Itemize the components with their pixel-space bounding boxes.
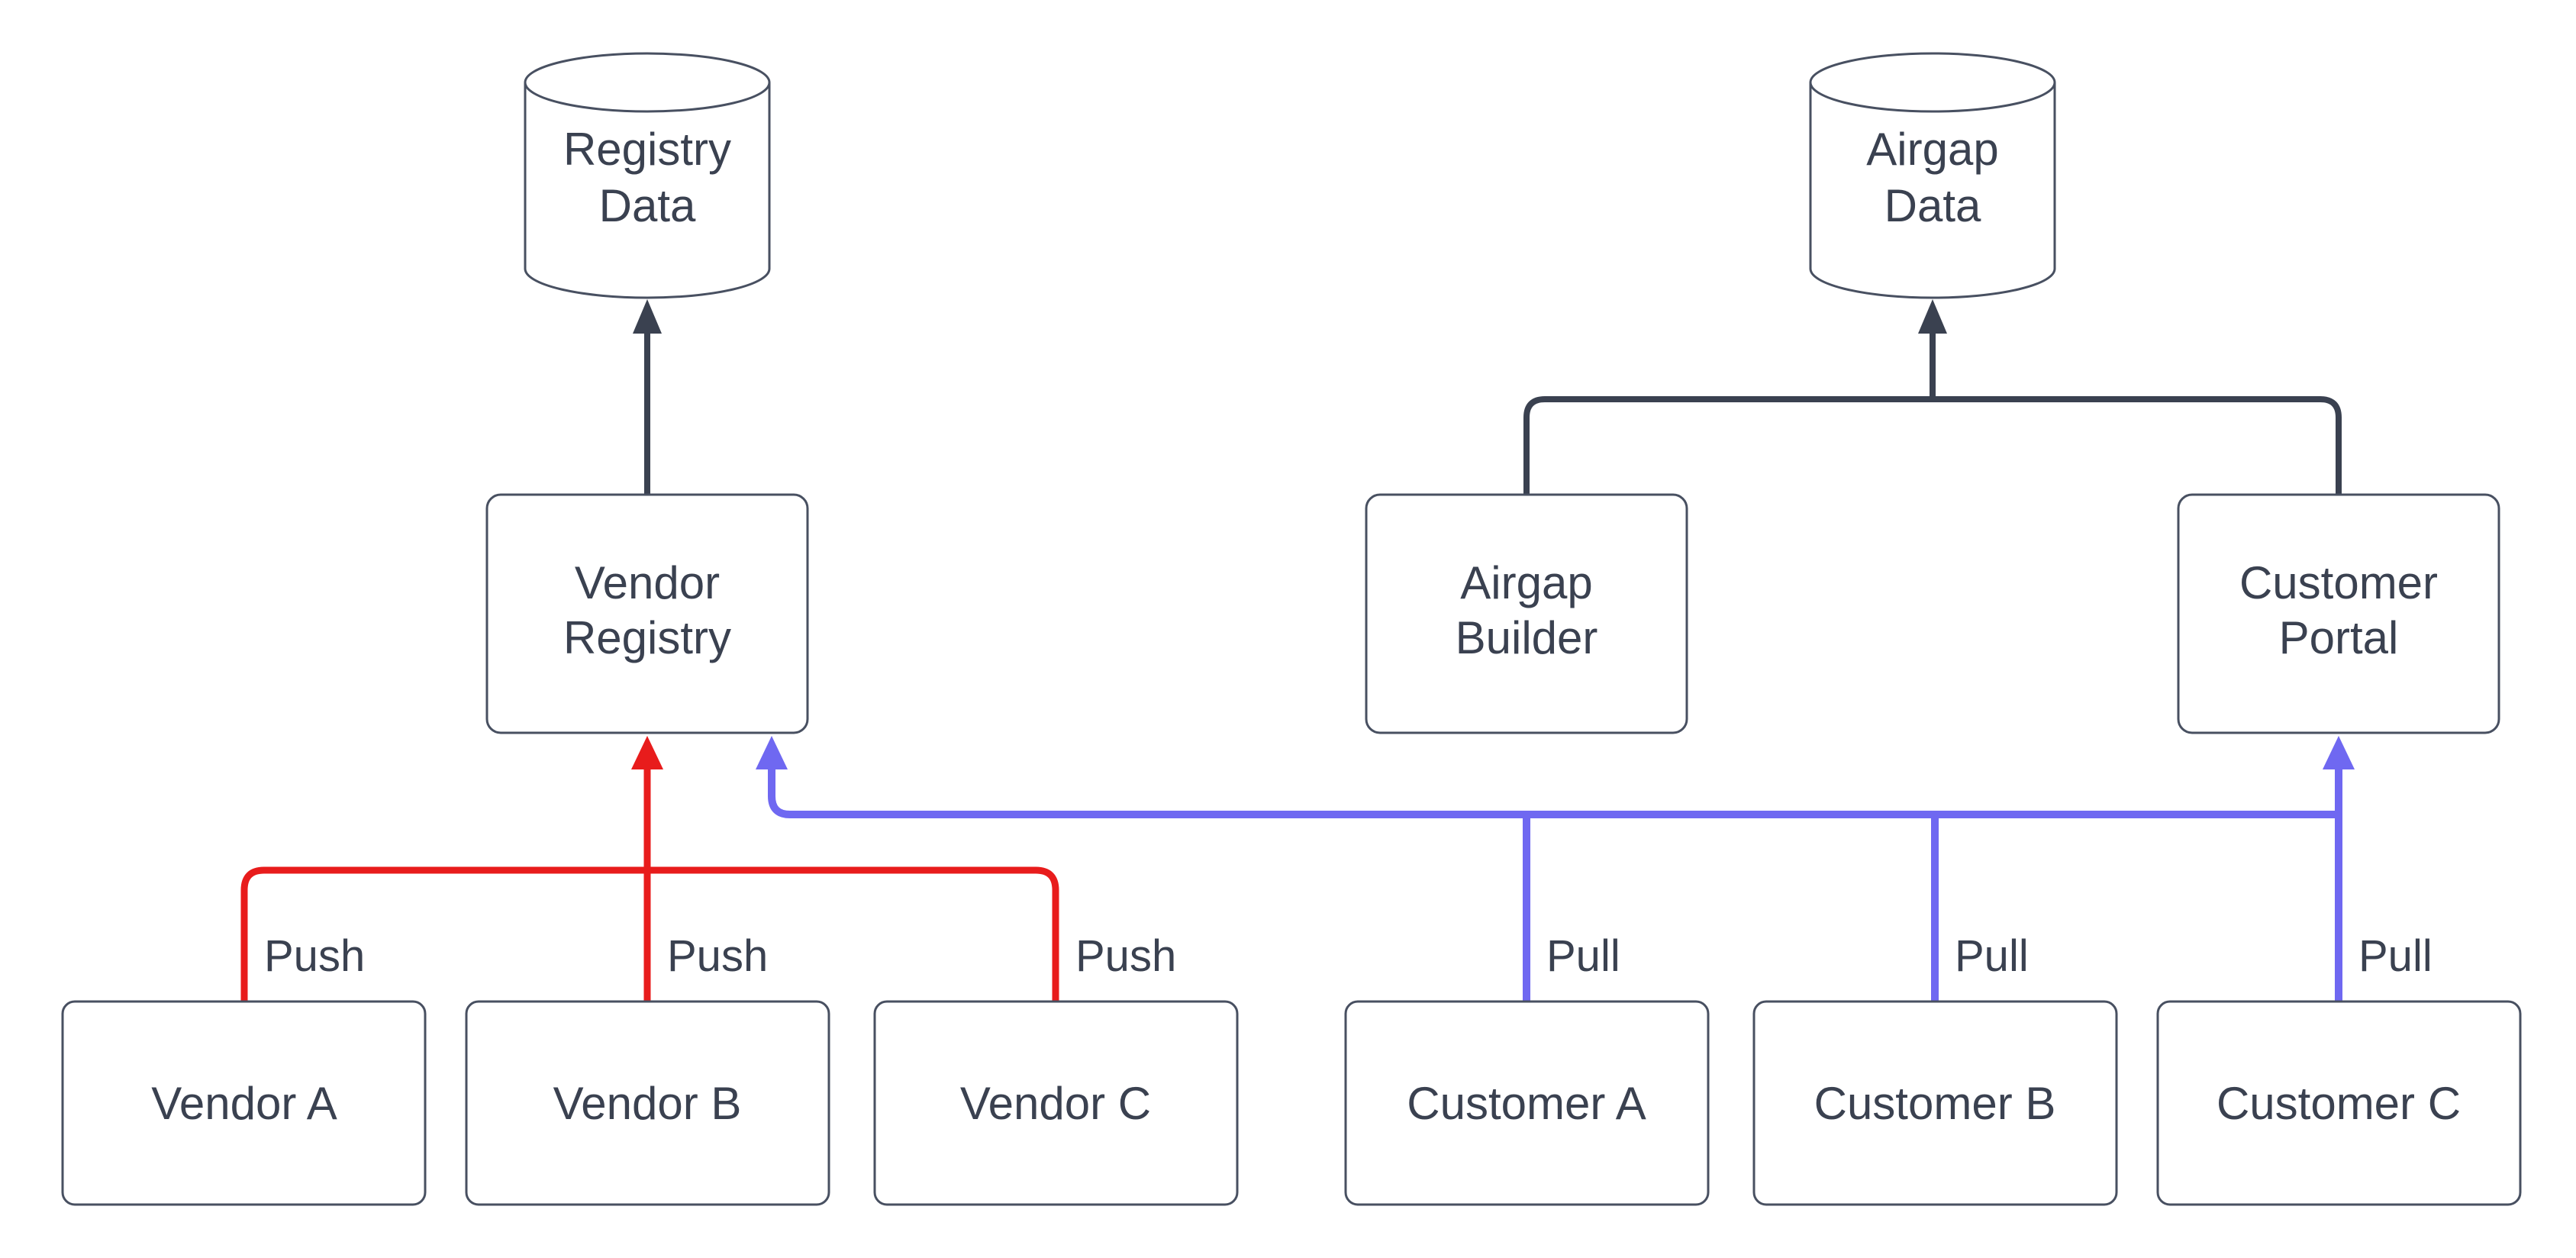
customer-a-node: Customer A: [1344, 1000, 1710, 1206]
vendor-registry-node: Vendor Registry: [485, 493, 809, 734]
vendor-c-node: Vendor C: [873, 1000, 1239, 1206]
customer-b-label: Customer B: [1814, 1078, 2056, 1129]
vendor-registry-label-line1: Vendor: [575, 557, 720, 608]
airgap-data-cylinder-top: [1809, 52, 2056, 113]
edge-airgap-builder-to-airgap-data: [1523, 396, 1933, 495]
push-label-vendor-b: Push: [667, 931, 768, 981]
vendor-registry-label-line2: Registry: [563, 612, 731, 663]
customer-portal-label-line2: Portal: [2279, 612, 2399, 663]
arrowhead-up-push-vendor-registry: [631, 736, 663, 769]
push-label-vendor-a: Push: [264, 931, 365, 981]
edge-customer-portal-to-airgap-data: [1933, 396, 2342, 495]
customer-portal-label-line1: Customer: [2239, 557, 2438, 608]
vendor-a-label: Vendor A: [151, 1078, 337, 1129]
registry-data-cylinder-top: [524, 52, 771, 113]
airgap-data-label-line1: Airgap: [1866, 124, 1998, 175]
customer-c-node: Customer C: [2156, 1000, 2522, 1206]
registry-data-label-line1: Registry: [563, 124, 731, 175]
edge-junction-to-airgap-data: [1918, 299, 1947, 398]
vendor-c-label: Vendor C: [960, 1078, 1151, 1129]
arrowhead-up-dark-airgap-data: [1918, 299, 1947, 334]
arrowhead-up-pull-customer-portal: [2323, 736, 2355, 769]
edge-vendor-registry-to-registry-data: [633, 299, 662, 495]
vendor-a-node: Vendor A: [61, 1000, 427, 1206]
vendor-b-label: Vendor B: [553, 1078, 742, 1129]
registry-data-label-line2: Data: [599, 180, 696, 231]
airgap-data-cylinder: Airgap Data: [1809, 52, 2056, 299]
edge-pull-bus-to-vendor-registry: [756, 736, 2339, 818]
registry-data-cylinder: Registry Data: [524, 52, 771, 299]
edge-vendor-b-push: [631, 736, 663, 1002]
pull-label-customer-b: Pull: [1955, 931, 2029, 981]
arrowhead-up-dark-registry-data: [633, 299, 662, 334]
vendor-b-node: Vendor B: [465, 1000, 830, 1206]
customer-c-label: Customer C: [2217, 1078, 2461, 1129]
customer-a-label: Customer A: [1407, 1078, 1646, 1129]
customer-b-node: Customer B: [1752, 1000, 2118, 1206]
edge-vendor-c-push: [647, 866, 1059, 1002]
edge-customer-c-pull-to-customer-portal: [2323, 736, 2355, 1002]
pull-label-customer-c: Pull: [2358, 931, 2433, 981]
airgap-builder-label-line1: Airgap: [1460, 557, 1592, 608]
airgap-builder-node: Airgap Builder: [1365, 493, 1688, 734]
arrowhead-up-pull-vendor-registry: [756, 736, 788, 769]
push-label-vendor-c: Push: [1075, 931, 1176, 981]
edge-vendor-a-push: [240, 866, 647, 1002]
airgap-data-label-line2: Data: [1884, 180, 1981, 231]
airgap-builder-label-line2: Builder: [1456, 612, 1598, 663]
customer-portal-node: Customer Portal: [2177, 493, 2500, 734]
pull-label-customer-a: Pull: [1546, 931, 1620, 981]
